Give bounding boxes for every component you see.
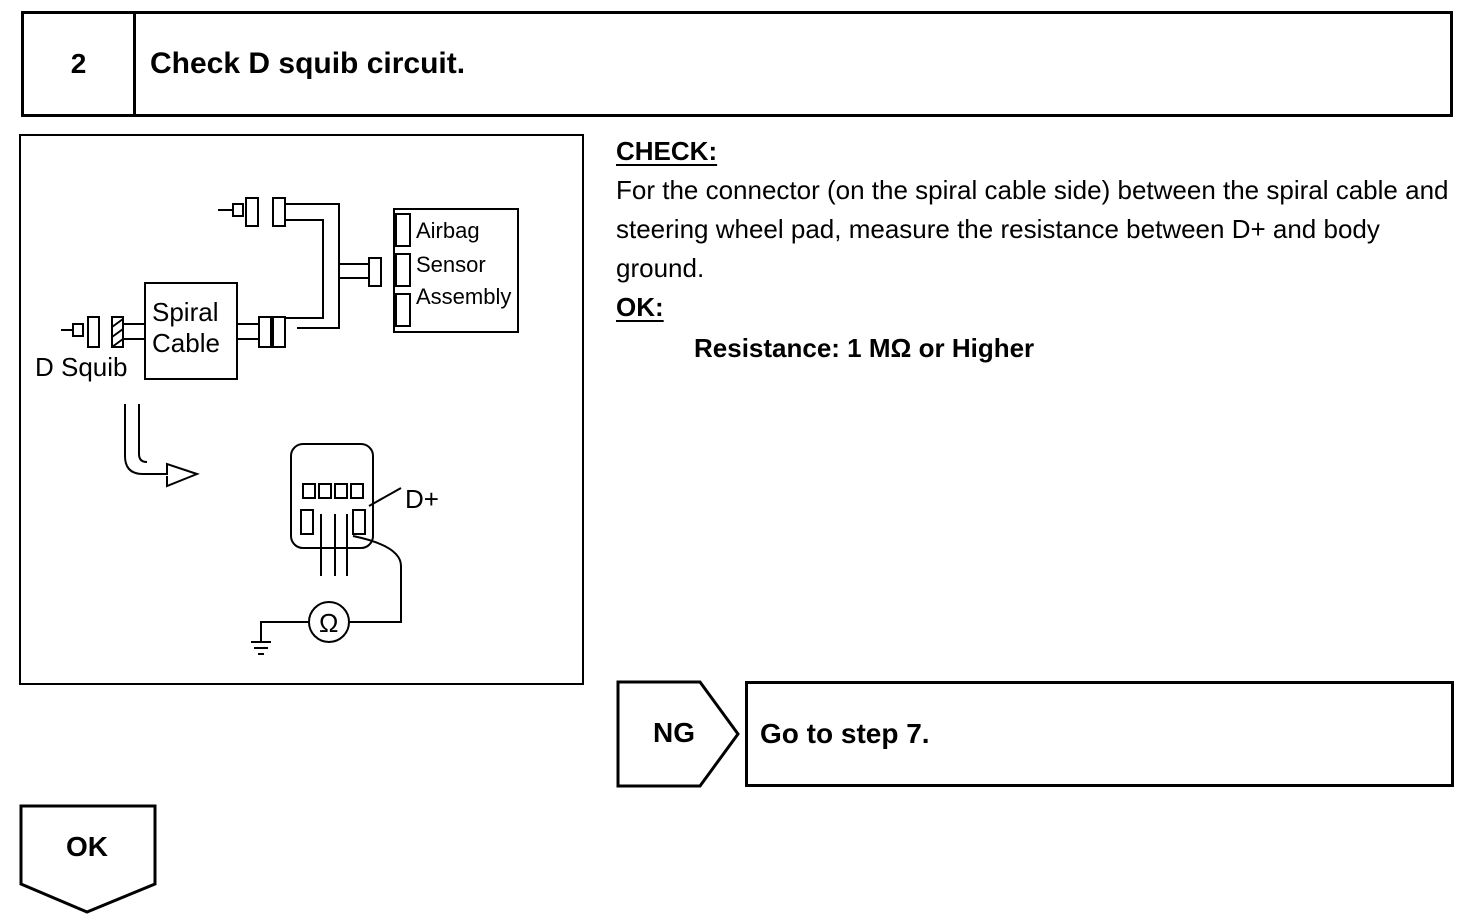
wire-spiral-out — [237, 323, 259, 340]
spiral-label-1: Spiral — [152, 297, 218, 327]
d-squib-label: D Squib — [35, 352, 128, 382]
top-connector-right — [272, 197, 286, 227]
resistance-spec: Resistance: 1 MΩ or Higher — [694, 333, 1035, 363]
connector-detail — [290, 443, 374, 549]
airbag-pin-2 — [395, 253, 411, 287]
ng-action: Go to step 7. — [745, 681, 1454, 787]
airbag-label-2: Sensor — [416, 252, 486, 277]
top-connector-left — [245, 197, 259, 227]
ok-heading: OK: — [616, 292, 664, 322]
airbag-pin-3 — [395, 293, 411, 327]
spiral-connector-right — [272, 316, 286, 348]
wire-branch — [339, 263, 369, 279]
check-heading: CHECK: — [616, 136, 718, 166]
check-body: For the connector (on the spiral cable s… — [616, 175, 1449, 283]
wire-squib — [123, 323, 145, 340]
airbag-pin-1 — [395, 213, 411, 247]
spiral-label-2: Cable — [152, 328, 220, 358]
airbag-label-3: Assembly — [416, 284, 511, 309]
connector-wires — [320, 514, 348, 576]
circuit-diagram: Airbag Sensor Assembly Spiral Cable D Sq… — [19, 134, 584, 685]
d-plus-label: D+ — [405, 484, 439, 514]
step-header: 2 Check D squib circuit. — [21, 11, 1453, 117]
spiral-cable-box — [144, 282, 238, 380]
hook-arrow-icon — [124, 404, 200, 488]
ohm-symbol: Ω — [319, 608, 338, 638]
step-number: 2 — [24, 14, 136, 114]
check-block: CHECK: For the connector (on the spiral … — [616, 132, 1461, 368]
wire-top-upper — [285, 203, 340, 329]
squib-hatched-connector — [111, 316, 124, 348]
meter-lead-ground — [260, 621, 309, 642]
ok-branch: OK — [19, 804, 159, 921]
airbag-sensor-box — [393, 208, 519, 333]
squib-plug-icon — [61, 323, 84, 337]
airbag-label-1: Airbag — [416, 218, 480, 243]
step-title: Check D squib circuit. — [150, 47, 466, 80]
airbag-side-connector — [368, 257, 382, 287]
meter-lead-right — [349, 535, 402, 623]
ok-label: OK — [66, 831, 108, 862]
wire-top-lower — [285, 219, 324, 319]
spiral-connector-left — [258, 316, 272, 348]
ng-label: NG — [653, 717, 695, 748]
diagram-svg: Airbag Sensor Assembly Spiral Cable D Sq… — [35, 197, 519, 655]
top-plug-icon — [218, 203, 244, 217]
ground-icon — [251, 641, 271, 655]
d-plus-leader — [368, 487, 402, 507]
ng-branch: NG — [616, 680, 742, 795]
squib-connector — [87, 316, 100, 348]
